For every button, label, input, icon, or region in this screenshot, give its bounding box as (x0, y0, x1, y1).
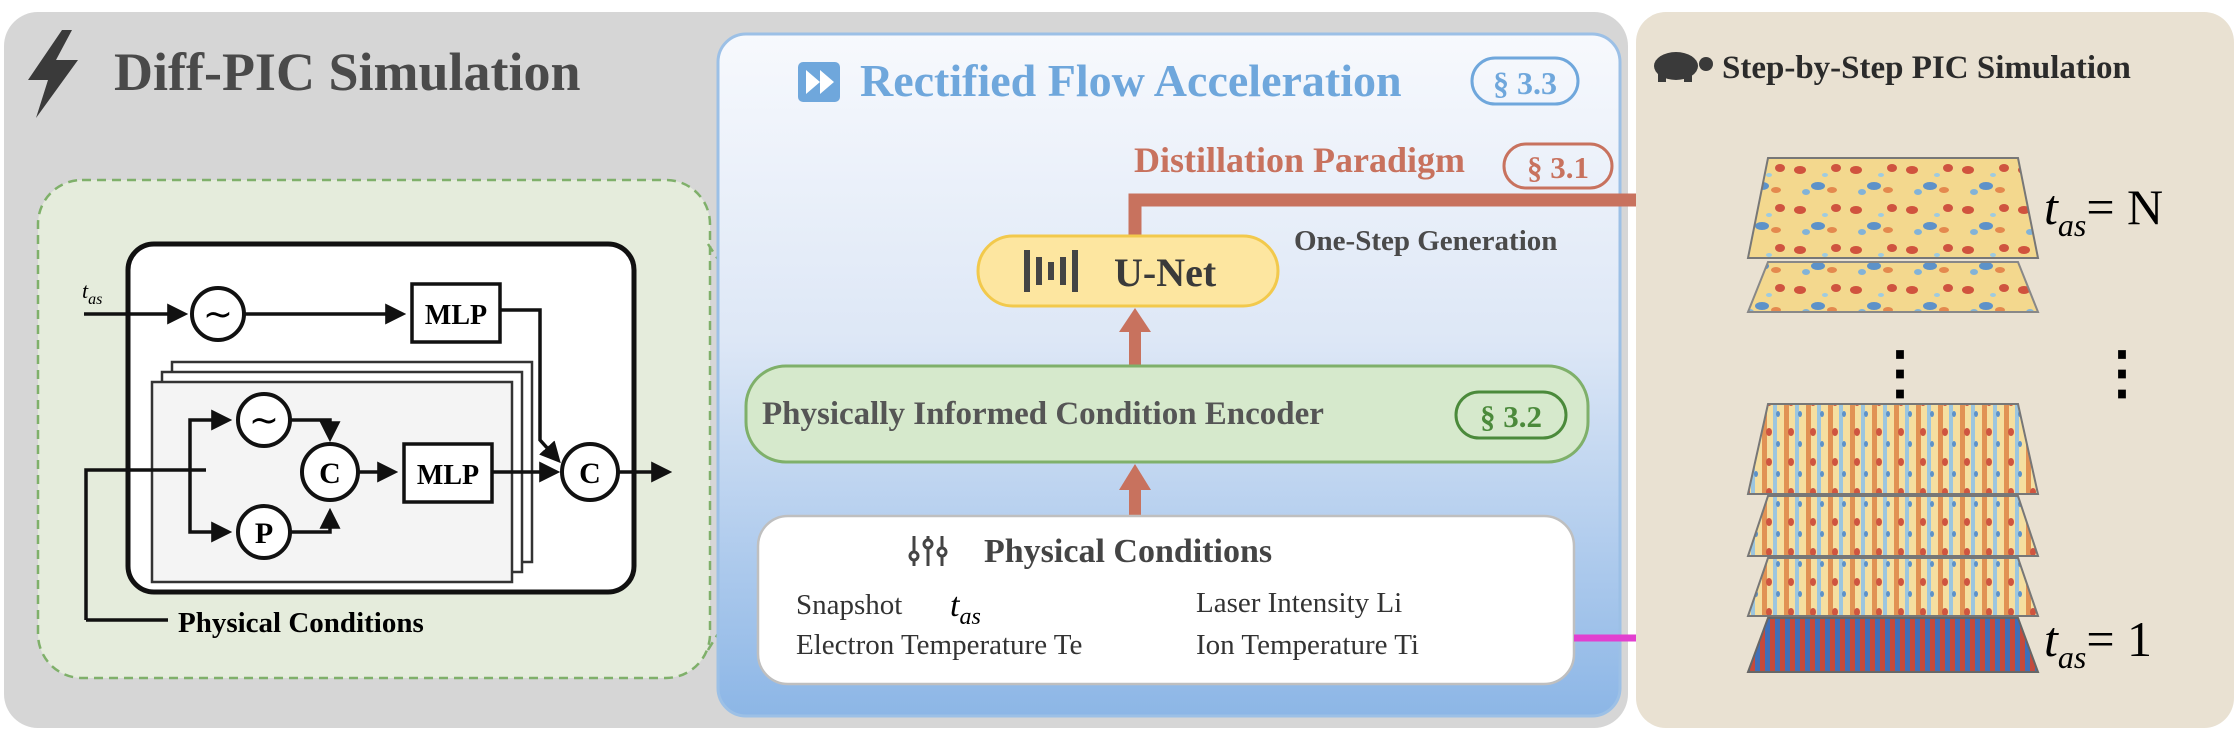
section-3-1-badge (1502, 142, 1614, 190)
physical-conditions-box (756, 514, 1576, 686)
field-layer-4 (1746, 403, 2040, 495)
fast-forward-glyph (806, 70, 834, 94)
section-3-1-label: § 3.1 (1527, 150, 1589, 185)
tilde-symbol-inner: ~ (249, 400, 279, 441)
snapshot-t-as: tas (950, 587, 981, 630)
rectified-title: Rectified Flow Acceleration (860, 55, 1402, 106)
section-3-2-badge (1454, 390, 1568, 440)
arrow-conditions-to-encoder (1129, 488, 1141, 518)
lightning-icon (28, 30, 78, 118)
field-layer-top (1746, 157, 2040, 259)
encoder-label: Physically Informed Condition Encoder (762, 396, 1324, 432)
arrow-tilde-to-c (290, 418, 341, 443)
unet-label: U-Net (1114, 250, 1217, 295)
condition-encoder-block (744, 364, 1590, 464)
conditions-title: Physical Conditions (984, 533, 1272, 570)
top-step-equation: tas= N (2044, 179, 2163, 243)
ellipsis-left: ⋮ (1871, 340, 1929, 405)
unet-block (976, 234, 1280, 308)
section-3-2-label: § 3.2 (1480, 399, 1542, 434)
p-node-label: P (255, 517, 273, 550)
electron-temperature-label: Electron Temperature Te (796, 629, 1082, 661)
sliders-icon (908, 536, 948, 566)
field-layer-3 (1746, 495, 2040, 557)
mlp-inner-label: MLP (417, 460, 479, 491)
field-layer-top-back (1746, 261, 2040, 313)
arrow-mlp-top-to-concat (500, 308, 561, 464)
detail-conditions-label: Physical Conditions (178, 607, 424, 639)
field-layer-initial (1746, 617, 2040, 673)
unet-icon (1024, 250, 1078, 292)
turtle-icon (1654, 52, 1713, 82)
mlp-top (410, 282, 502, 344)
snapshot-label: Snapshot (796, 589, 902, 621)
panel-title: Diff-PIC Simulation (114, 42, 581, 102)
bottom-step-equation: tas= 1 (2044, 611, 2152, 675)
arrow-to-tilde-inner (188, 409, 233, 470)
section-3-3-badge (1470, 56, 1580, 106)
laser-intensity-label: Laser Intensity Li (1196, 587, 1402, 619)
section-3-3-label: § 3.3 (1493, 65, 1557, 101)
concat-outer-label: C (579, 457, 601, 490)
arrow-p-to-c (290, 507, 341, 534)
concat-inner-label: C (319, 457, 341, 490)
arrow-encoder-to-unet-head (1119, 308, 1151, 332)
conditions-trunk (84, 468, 206, 620)
mlp-top-label: MLP (425, 300, 487, 331)
distillation-label: Distillation Paradigm (1134, 140, 1465, 180)
tilde-symbol-top: ~ (203, 294, 233, 335)
arrow-conditions-to-encoder-head (1119, 464, 1151, 490)
one-step-label: One-Step Generation (1294, 225, 1557, 257)
step-panel-title: Step-by-Step PIC Simulation (1722, 50, 2131, 86)
ion-temperature-label: Ion Temperature Ti (1196, 629, 1419, 661)
distillation-arrow (1128, 193, 1726, 236)
ellipsis-right: ⋮ (2093, 340, 2151, 405)
arrow-to-p-node (188, 470, 233, 543)
arrow-encoder-to-unet (1129, 330, 1141, 368)
t-as-input-label: tas (82, 278, 102, 308)
field-layer-2 (1746, 557, 2040, 617)
